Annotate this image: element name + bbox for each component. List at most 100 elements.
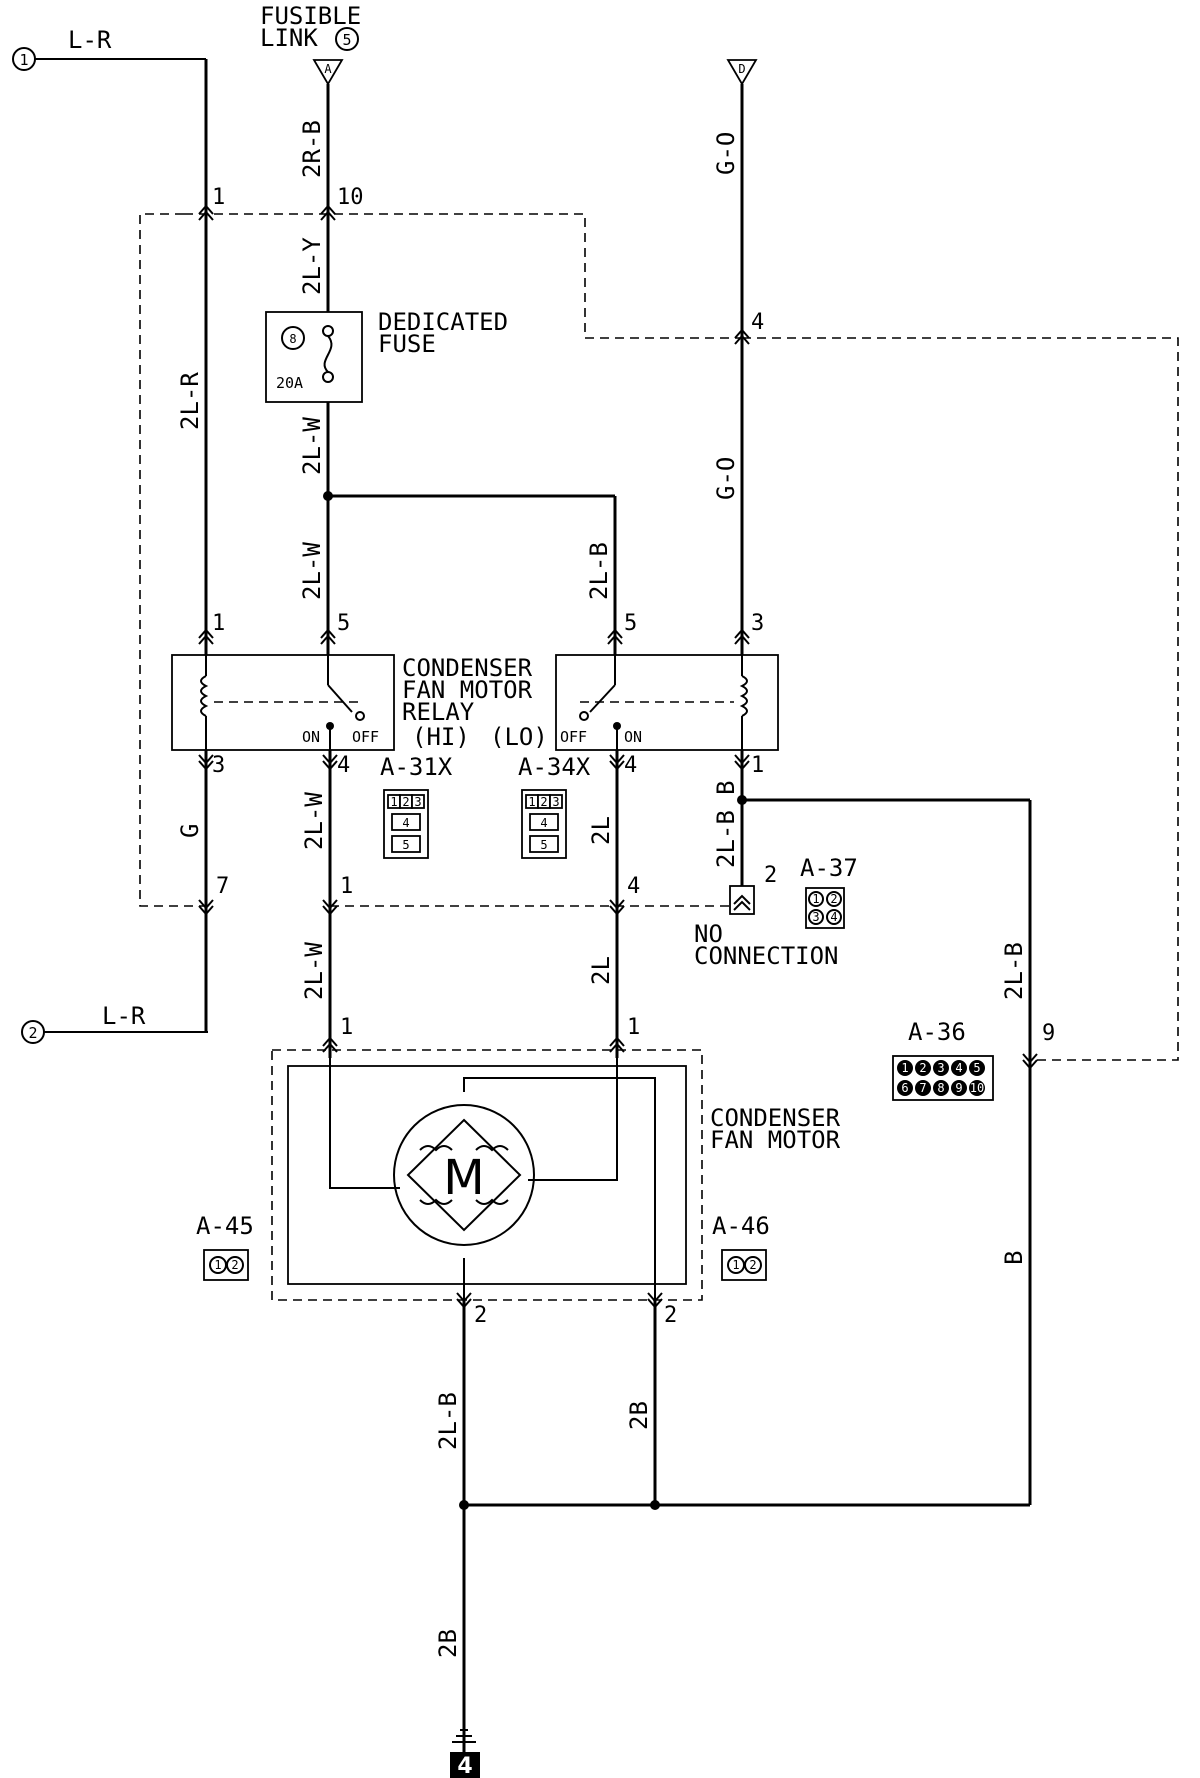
a34x-pin2: 2 [540, 795, 547, 809]
pin-top-left: 1 [212, 185, 225, 210]
relay-hi-tag: (HI) [412, 723, 470, 751]
pin-lo-sw-in: 5 [624, 611, 637, 636]
a36-pin1: 1 [901, 1061, 908, 1075]
harness-dashed-left [139, 213, 204, 907]
junction-fuse-bus [323, 491, 333, 501]
harness-dashed-right [742, 337, 1179, 1061]
fusible-link-number: 5 [342, 31, 351, 49]
wire-label-hi-out: 2L-W [300, 792, 328, 850]
a31x-pin2: 2 [402, 795, 409, 809]
wire-label-top-left: L-R [68, 26, 112, 54]
pin-left-lower: 7 [216, 874, 229, 899]
relay-lo-tag: (LO) [490, 723, 548, 751]
terminal-d: D [726, 59, 758, 86]
a34x-pin3: 3 [552, 795, 559, 809]
pin-hi-coil-out: 3 [212, 753, 225, 778]
a45-pin2: 2 [231, 1258, 238, 1272]
wire-label-fusible-out: 2R-B [298, 120, 326, 178]
motor-circle [393, 1104, 535, 1246]
pin-hi-lower: 1 [340, 874, 353, 899]
pin-motor-hi-in: 1 [340, 1015, 353, 1040]
motor-label-1: CONDENSER [710, 1104, 841, 1132]
a36-pin-row1: 1 2 3 4 5 [897, 1060, 985, 1076]
a37-pin4: 4 [830, 910, 837, 924]
dedicated-fuse-rating: 20A [276, 374, 303, 392]
junction-lo-coil-ground [737, 795, 747, 805]
wire-label-left-main: 2L-R [176, 372, 204, 430]
wire-label-ground-main: 2B [434, 1629, 462, 1658]
a37-pin1: 1 [812, 892, 819, 906]
a46-pin1: 1 [732, 1258, 739, 1272]
wire-label-lo-coil-gnd-b: 2L-B [712, 810, 740, 868]
a31x-pin4: 4 [402, 816, 409, 830]
dedicated-fuse-number: 8 [289, 332, 296, 346]
pin-right-junction: 4 [751, 310, 764, 335]
a36-pin10: 10 [970, 1081, 984, 1095]
connector-a46-id: A-46 [712, 1212, 770, 1240]
connector-a37-id: A-37 [800, 854, 858, 882]
relay-hi: ON OFF [171, 654, 395, 751]
a31x-pin3: 3 [414, 795, 421, 809]
pin-motor-lo-in: 1 [627, 1015, 640, 1040]
fusible-link-number-badge: 5 [335, 27, 359, 51]
a45-pin1: 1 [214, 1258, 221, 1272]
pin-motor-left-out: 2 [474, 1303, 487, 1328]
pin-top-mid: 10 [337, 185, 364, 210]
a37-pin3: 3 [812, 910, 819, 924]
connector-a34x-icon: 1 2 3 4 5 [521, 789, 567, 859]
wire-label-lo-coil-gnd-a: B [712, 781, 740, 795]
wire-label-lo-supply: 2L-B [585, 542, 613, 600]
wire-label-fuse-out: 2L-W [298, 417, 326, 475]
a36-pin7: 7 [919, 1081, 926, 1095]
motor-label-2: FAN MOTOR [710, 1126, 841, 1154]
connector-a37-icon: 1 2 3 4 [805, 887, 845, 929]
dedicated-fuse: 8 20A [265, 311, 363, 403]
no-connection-label-2: CONNECTION [694, 942, 839, 970]
pin-no-connection: 2 [764, 863, 777, 888]
wire-label-lo-to-motor: 2L [587, 956, 615, 985]
wire-label-fuse-in: 2L-Y [298, 237, 326, 295]
pin-hi-sw-out: 4 [337, 753, 350, 778]
motor-symbol: M [443, 1150, 484, 1206]
a36-pin8: 8 [937, 1081, 944, 1095]
relay-hi-off-label: OFF [352, 728, 379, 746]
pin-lo-coil-in: 3 [751, 611, 764, 636]
a31x-pin1: 1 [390, 795, 397, 809]
pin-hi-coil-in: 1 [212, 611, 225, 636]
wire-label-right-top: G-O [712, 132, 740, 175]
a36-pin5: 5 [973, 1061, 980, 1075]
connector-a46-icon: 1 2 [721, 1249, 767, 1281]
a36-pin3: 3 [937, 1061, 944, 1075]
ground-badge: 4 [450, 1752, 480, 1778]
pin-lo-lower: 4 [627, 874, 640, 899]
connector-a36-icon: 1 2 3 4 5 6 7 8 9 10 [892, 1055, 994, 1101]
connector-a36-id: A-36 [908, 1018, 966, 1046]
a34x-pin4: 4 [540, 816, 547, 830]
wire-label-right-gnd-bottom: B [1000, 1251, 1028, 1265]
a31x-pin5: 5 [402, 838, 409, 852]
pin-hi-sw-in: 5 [337, 611, 350, 636]
relay-label-2: FAN MOTOR [402, 676, 533, 704]
relay-label-3: RELAY [402, 698, 475, 726]
a37-pin2: 2 [830, 892, 837, 906]
terminal-d-label: D [738, 62, 745, 76]
relay-label-1: CONDENSER [402, 654, 533, 682]
wire-label-right-gnd-top: 2L-B [1000, 942, 1028, 1000]
wire-label-motor-gnd-left: 2L-B [434, 1392, 462, 1450]
a36-pin-row2: 6 7 8 9 10 [897, 1080, 985, 1096]
offpage-ref-2: 2 [21, 1020, 45, 1044]
pin-lo-sw-out: 4 [624, 753, 637, 778]
wire-label-hi-to-motor: 2L-W [300, 942, 328, 1000]
offpage-ref-1: 1 [12, 47, 36, 71]
terminal-a-label: A [324, 62, 332, 76]
junction-ground-right [650, 1500, 660, 1510]
dedicated-fuse-label-2: FUSE [378, 330, 436, 358]
connector-a45-icon: 1 2 [203, 1249, 249, 1281]
no-connection-terminal [729, 885, 755, 915]
ground-number: 4 [457, 1754, 472, 1778]
wire-label-lo-out: 2L [587, 816, 615, 845]
wire-label-bottom-left: L-R [102, 1002, 146, 1030]
fusible-link-label-2: LINK [260, 24, 318, 52]
relay-hi-on-label: ON [302, 728, 320, 746]
